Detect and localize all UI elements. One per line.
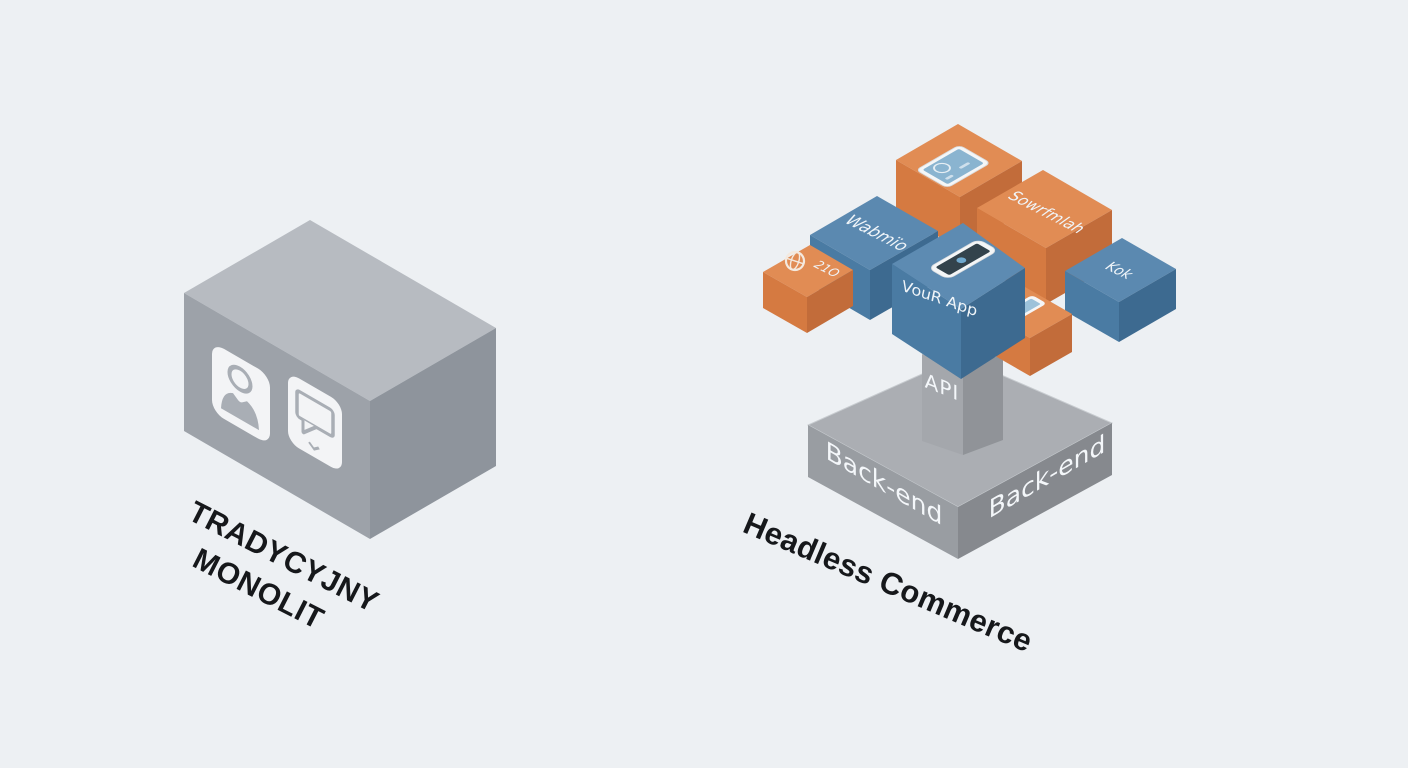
smartwatch-box: Sowrfmlah bbox=[977, 170, 1112, 304]
chat-screen-icon-tail bbox=[301, 418, 318, 435]
iot-box-front-face bbox=[763, 272, 807, 333]
kiosk-box-top-face bbox=[1065, 238, 1176, 302]
backend-base-front-face bbox=[808, 425, 958, 559]
website-box-top-face bbox=[810, 196, 938, 270]
kiosk-box: Kok bbox=[1065, 238, 1176, 342]
chat-screen-icon-mark bbox=[308, 441, 320, 451]
your-app-box-front-face bbox=[892, 264, 961, 379]
kiosk-box-front-face bbox=[1065, 271, 1119, 342]
api-pillar-right-face bbox=[963, 354, 1003, 455]
api-pillar: API bbox=[922, 354, 1003, 455]
tablet-icon-doodle bbox=[933, 162, 951, 174]
iot-box-right-face bbox=[807, 270, 853, 333]
kiosk-box-right-face bbox=[1119, 269, 1176, 342]
smartwatch-box-front-face bbox=[977, 208, 1046, 304]
iot-box-top-face bbox=[763, 245, 853, 297]
tablet-box bbox=[896, 124, 1022, 249]
tablet-icon bbox=[917, 146, 989, 187]
user-icon-body bbox=[221, 392, 259, 431]
monolith-top-face bbox=[184, 220, 496, 401]
your-app-box-right-face bbox=[961, 268, 1025, 379]
globe-icon bbox=[784, 250, 806, 272]
user-icon-head bbox=[227, 364, 253, 394]
api-pillar-front-face bbox=[922, 354, 963, 455]
monolith-cube bbox=[184, 220, 496, 539]
backend-base-right-face bbox=[958, 423, 1112, 559]
smartwatch-box-top-face bbox=[977, 170, 1112, 248]
monolith-right-face bbox=[370, 328, 496, 539]
chat-screen-icon bbox=[288, 376, 342, 469]
user-icon bbox=[212, 347, 270, 441]
your-app-box: VouR App bbox=[892, 223, 1025, 379]
iot-box: 21O bbox=[763, 245, 853, 333]
smartphone-icon bbox=[931, 240, 996, 278]
smartphone-icon-glyph bbox=[956, 257, 967, 264]
tablet-icon-screen bbox=[923, 149, 983, 184]
tablet-box-front-face bbox=[896, 160, 960, 249]
mobile-box-right-face bbox=[1030, 314, 1072, 376]
smartwatch-box-right-face bbox=[1046, 210, 1112, 304]
